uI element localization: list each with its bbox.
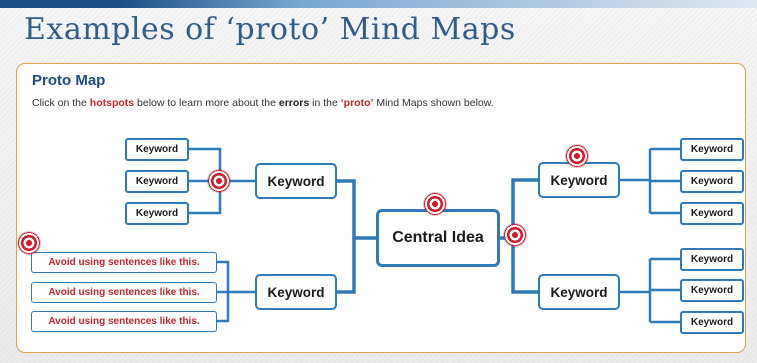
instruction-suffix: Mind Maps shown below.	[373, 97, 494, 109]
panel-heading: Proto Map	[32, 72, 106, 89]
left-top-leaf-3: Keyword	[125, 202, 189, 225]
right-top-leaf-1: Keyword	[680, 138, 744, 161]
right-bottom-leaf-1: Keyword	[680, 248, 744, 271]
top-accent-bar	[0, 0, 757, 8]
left-bottom-leaf-1: Avoid using sentences like this.	[31, 252, 217, 273]
left-top-leaf-2: Keyword	[125, 170, 189, 193]
branch-left-bottom: Keyword	[255, 274, 337, 310]
connector-left-bottom-leaves	[217, 260, 230, 323]
branch-right-top: Keyword	[538, 162, 620, 198]
page-title: Examples of ‘proto’ Mind Maps	[24, 12, 516, 47]
right-bottom-leaf-3: Keyword	[680, 311, 744, 334]
right-top-leaf-2: Keyword	[680, 170, 744, 193]
hotspot-target-icon-left-top[interactable]	[208, 170, 230, 192]
instruction-prefix: Click on the	[32, 97, 90, 109]
connector-central-right-bottom	[511, 238, 538, 294]
hotspot-target-icon-central-right[interactable]	[504, 224, 526, 246]
central-idea: Central Idea	[376, 209, 500, 267]
instruction-middle-2: in the	[309, 97, 341, 109]
branch-right-bottom: Keyword	[538, 274, 620, 310]
branch-left-top: Keyword	[255, 163, 337, 199]
connector-left-top-central	[337, 179, 376, 240]
left-bottom-leaf-3: Avoid using sentences like this.	[31, 311, 217, 332]
instruction-text: Click on the hotspots below to learn mor…	[32, 97, 494, 109]
right-top-leaf-3: Keyword	[680, 202, 744, 225]
instruction-hotspots: hotspots	[89, 97, 135, 109]
hotspot-target-icon-sentences[interactable]	[18, 232, 40, 254]
instruction-proto: ‘proto’	[340, 97, 374, 109]
connector-right-bottom-leaves	[620, 257, 680, 324]
instruction-errors: errors	[278, 97, 310, 109]
connector-right-top-leaves	[620, 147, 680, 215]
connector-left-bottom-central	[337, 238, 356, 294]
right-bottom-leaf-2: Keyword	[680, 279, 744, 302]
left-top-leaf-1: Keyword	[125, 138, 189, 161]
hotspot-target-icon-right-top[interactable]	[566, 145, 588, 167]
left-bottom-leaf-2: Avoid using sentences like this.	[31, 282, 217, 303]
instruction-middle-1: below to learn more about the	[134, 97, 279, 109]
hotspot-target-icon-central[interactable]	[424, 193, 446, 215]
